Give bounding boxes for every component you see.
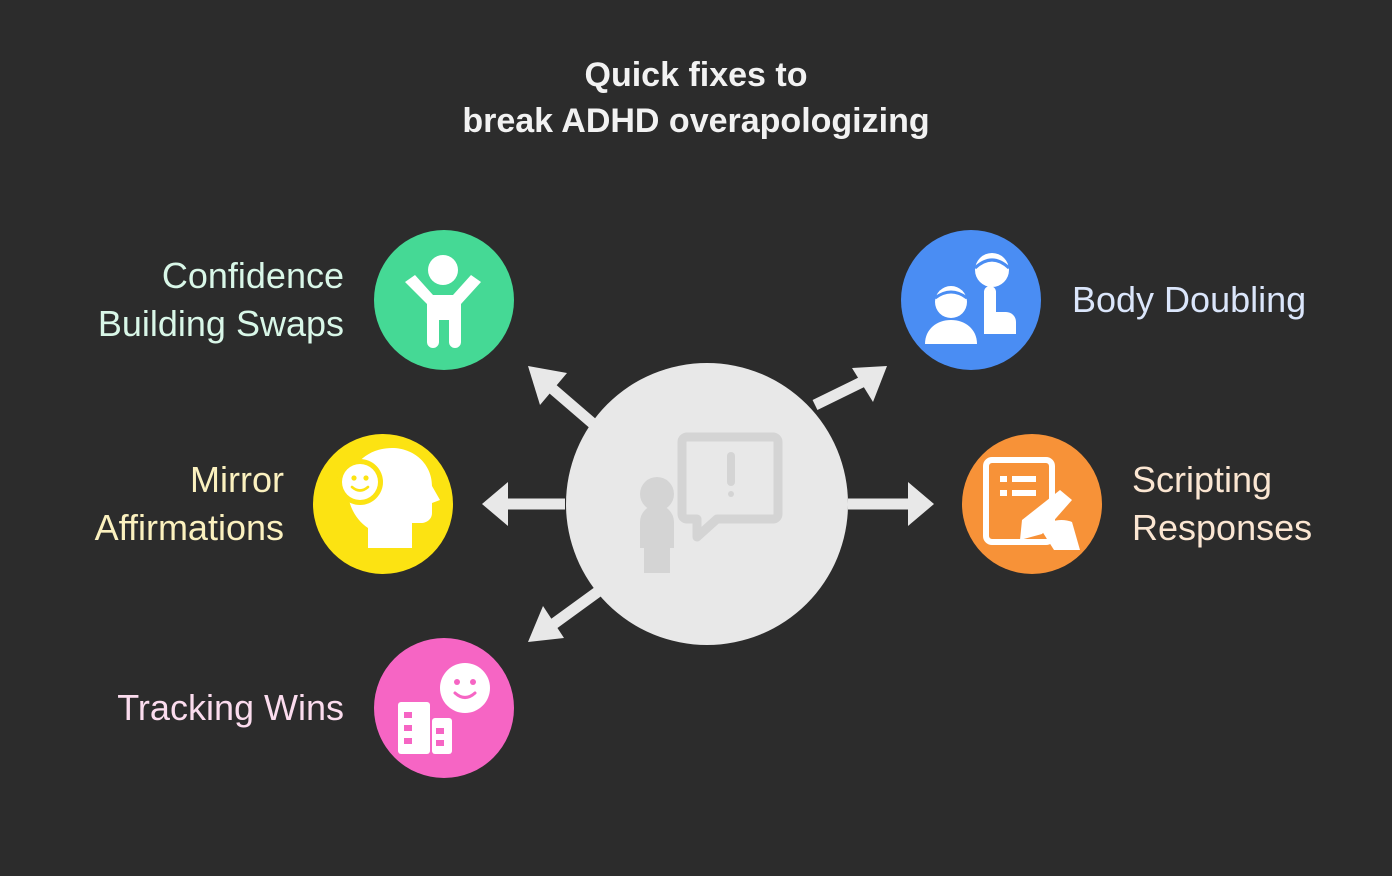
title-line-1: Quick fixes to <box>584 56 808 94</box>
two-people-icon <box>925 253 1016 344</box>
arrow-to-tracking <box>528 583 607 642</box>
node-confidence <box>374 230 514 370</box>
label-scripting-line-1: Scripting <box>1132 459 1273 500</box>
label-mirror: Mirror Affirmations <box>20 456 284 552</box>
arrow-to-confidence <box>528 366 602 433</box>
person-alert-speech-icon <box>640 432 783 573</box>
label-body-doubling-line-1: Body Doubling <box>1072 279 1307 320</box>
arrows <box>482 366 934 642</box>
title-line-2: break ADHD overapologizing <box>462 102 930 140</box>
label-confidence-line-1: Confidence <box>161 255 344 296</box>
smiling-head-profile-icon <box>337 448 440 548</box>
center-circle <box>566 363 848 645</box>
hand-writing-list-icon <box>983 457 1080 550</box>
label-mirror-line-1: Mirror <box>190 459 284 500</box>
body-doubling-circle <box>901 230 1041 370</box>
label-scripting-line-2: Responses <box>1132 507 1313 548</box>
tracking-circle <box>374 638 514 778</box>
node-body-doubling <box>901 230 1041 370</box>
label-mirror-line-2: Affirmations <box>94 507 284 548</box>
arrow-to-scripting <box>848 482 934 526</box>
label-scripting: Scripting Responses <box>1132 456 1382 552</box>
child-arms-up-icon <box>405 255 481 348</box>
label-tracking-line-1: Tracking Wins <box>117 687 344 728</box>
arrow-to-body-doubling <box>812 366 887 410</box>
center-hub <box>566 363 848 645</box>
label-tracking: Tracking Wins <box>40 684 344 732</box>
smiley-with-bars-icon <box>398 663 490 754</box>
arrow-to-mirror <box>482 482 565 526</box>
label-body-doubling: Body Doubling <box>1072 276 1372 324</box>
node-tracking <box>374 638 514 778</box>
node-mirror <box>313 434 453 574</box>
label-confidence: Confidence Building Swaps <box>40 252 344 348</box>
label-confidence-line-2: Building Swaps <box>97 303 344 344</box>
diagram-title: Quick fixes to break ADHD overapologizin… <box>0 52 1392 144</box>
node-scripting <box>962 434 1102 574</box>
